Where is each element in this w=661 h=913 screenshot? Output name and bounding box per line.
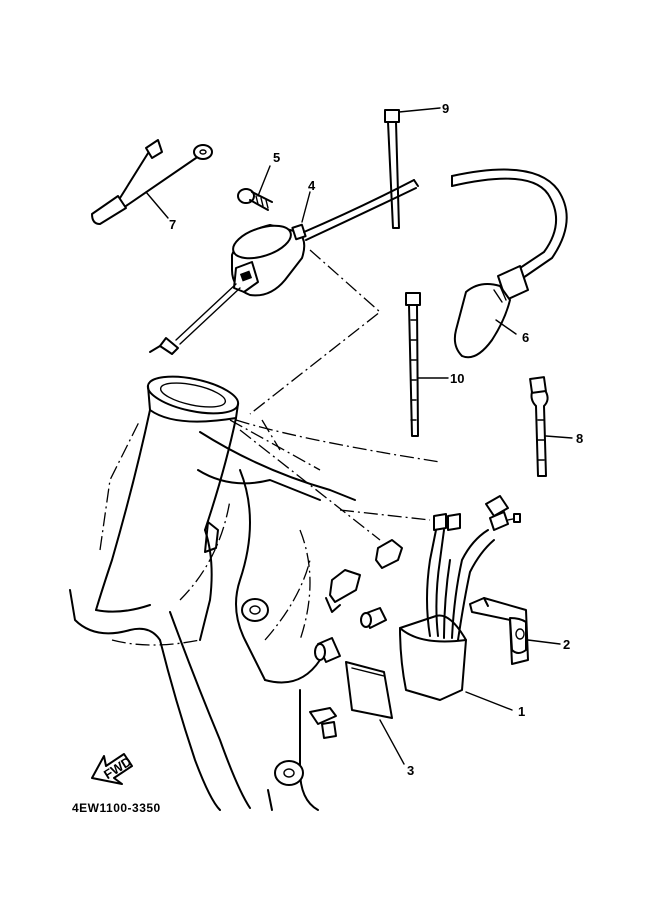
lead-wire (91, 139, 213, 225)
bracket (469, 597, 529, 665)
plug-cap (451, 168, 568, 359)
callout-5: 5 (273, 150, 280, 165)
callout-10: 10 (450, 371, 464, 386)
reference-lines (229, 249, 441, 541)
callout-4: 4 (308, 178, 316, 193)
fwd-arrow-icon: FWD (91, 753, 134, 785)
cable-tie-10 (405, 292, 421, 437)
dampers (309, 607, 387, 739)
callout-9: 9 (442, 101, 449, 116)
callout-2: 2 (563, 637, 570, 652)
callout-3: 3 (407, 763, 414, 778)
cable-tie-8 (529, 376, 549, 477)
callout-7: 7 (169, 217, 176, 232)
bolt (237, 188, 273, 211)
diagram-code: 4EW1100-3350 (72, 801, 161, 815)
cdi-unit (399, 495, 521, 701)
cable-tie-9 (384, 109, 400, 229)
fwd-label: FWD (101, 754, 134, 782)
callout-1: 1 (518, 704, 525, 719)
callout-leaders (145, 107, 573, 765)
callout-6: 6 (522, 330, 529, 345)
ignition-coil (149, 179, 419, 355)
pad (345, 661, 393, 719)
frame (69, 375, 403, 811)
callout-8: 8 (576, 431, 583, 446)
